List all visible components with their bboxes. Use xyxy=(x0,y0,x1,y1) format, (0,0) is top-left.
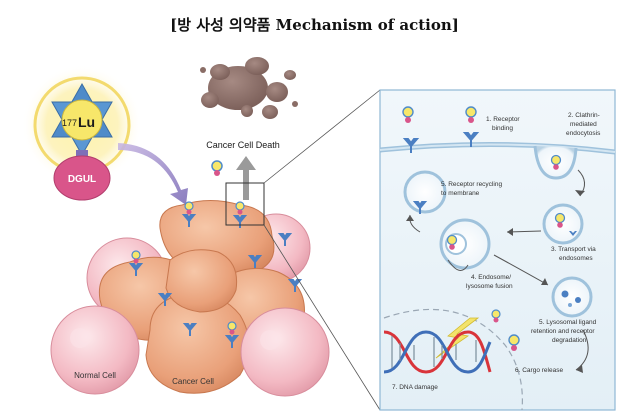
degradation-lysosome xyxy=(551,276,593,318)
transport-endosome xyxy=(542,203,584,245)
lysosome-fragment-a xyxy=(561,290,569,298)
dna-helix xyxy=(383,330,492,374)
free-ligand xyxy=(402,106,414,123)
step-2-line3: endocytosis xyxy=(566,130,601,137)
dgul-ligand xyxy=(53,155,111,201)
radionuclide-lu177: 177 Lu DGUL xyxy=(22,65,142,201)
step-2-line2: mediated xyxy=(570,121,597,128)
process-arrowheads xyxy=(406,190,585,373)
normal-cell-front-right xyxy=(240,307,330,397)
endosome-ligand xyxy=(554,212,566,228)
tumor-cluster xyxy=(50,182,330,397)
step-4-line2: lysosome fusion xyxy=(466,283,513,290)
dgul-label: DGUL xyxy=(68,174,96,185)
zoom-line-top xyxy=(263,89,381,184)
zoom-line-bottom xyxy=(263,224,381,411)
step-6-line1: 6. Cargo release xyxy=(515,367,563,374)
cancer-cell-death-label: Cancer Cell Death xyxy=(206,140,280,150)
membrane-receptor-bound xyxy=(462,132,480,147)
lu-mass-number: 177 xyxy=(62,118,77,128)
tumor-receptors xyxy=(128,214,303,348)
step-5b-line1: 5. Lysosomal ligand xyxy=(539,319,597,326)
normal-cell-label: Normal Cell xyxy=(74,371,116,380)
pit-ligand xyxy=(550,154,562,170)
step-2-line1: 2. Clathrin- xyxy=(568,112,600,119)
step-7-line1: 7. DNA damage xyxy=(392,384,438,391)
mechanism-panel: 1. Receptor binding 2. Clathrin- mediate… xyxy=(379,89,616,411)
endosome-receptor xyxy=(569,231,577,240)
step-5a-line1: 5. Receptor recycling xyxy=(441,181,502,188)
step-3-line2: endosomes xyxy=(559,255,593,262)
step-1-line1: 1. Receptor xyxy=(486,116,520,123)
radiation-bolt xyxy=(435,317,480,359)
cell-debris xyxy=(200,57,298,119)
delivery-arrow xyxy=(118,143,188,205)
lysosome-fragment-b xyxy=(575,297,581,303)
lu-symbol: Lu xyxy=(78,114,95,130)
step-5b-line3: degradation xyxy=(552,337,587,344)
membrane-receptor-free xyxy=(402,138,420,153)
bound-ligand-step1 xyxy=(465,106,477,123)
step-5b-line2: retention and receptor xyxy=(531,328,595,335)
tumor-bound-ligands xyxy=(131,201,245,335)
step-3-line1: 3. Transport via xyxy=(551,246,596,253)
released-cargo xyxy=(508,334,520,351)
step-1-line2: binding xyxy=(492,125,513,132)
zoom-box xyxy=(225,182,265,226)
recycling-vesicle xyxy=(403,170,447,214)
lu-core xyxy=(61,99,103,141)
step-labels: 1. Receptor binding 2. Clathrin- mediate… xyxy=(392,112,601,391)
recycling-receptor xyxy=(412,201,428,214)
cancer-cell-center xyxy=(165,249,238,313)
cancer-cell-label: Cancer Cell xyxy=(172,377,214,386)
death-arrow xyxy=(236,156,256,200)
normal-cell-front-left xyxy=(50,305,140,395)
released-cargo-2 xyxy=(491,309,501,323)
lysosome-fragment-c xyxy=(568,303,572,307)
step-5a-line2: to membrane xyxy=(441,190,480,197)
step-4-line1: 4. Endosome/ xyxy=(471,274,511,281)
page-title: [방 사성 의약품 Mechanism of action] xyxy=(170,16,459,34)
radioligand-icon xyxy=(211,160,223,176)
fusion-ligand xyxy=(446,234,458,250)
cell-membrane-inner xyxy=(379,143,616,153)
